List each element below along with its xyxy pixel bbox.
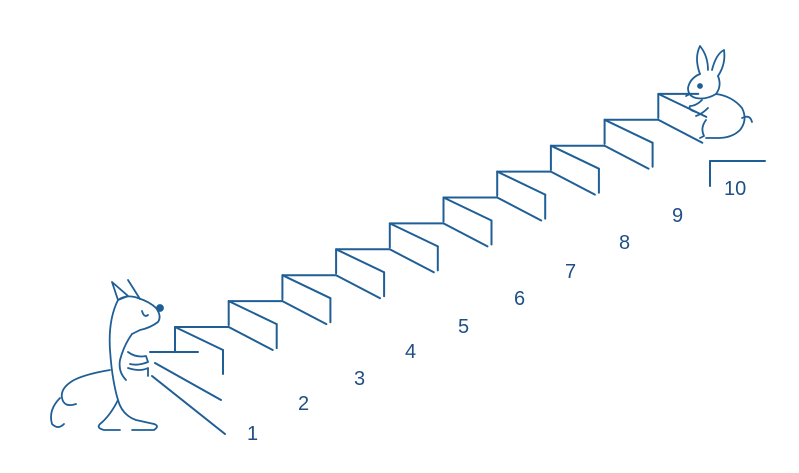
tread-diagonal — [657, 118, 704, 144]
tread-diagonal — [335, 248, 386, 274]
kangaroo-icon — [50, 279, 164, 431]
top-landing-edge — [657, 92, 708, 118]
rabbit-icon — [685, 45, 753, 139]
tread-diagonal — [549, 170, 596, 196]
tread-diagonal — [227, 300, 278, 326]
bottom-landing-floor — [154, 362, 222, 401]
tread-diagonal — [281, 300, 328, 326]
step-number-1: 1 — [247, 423, 258, 445]
step-number-8: 8 — [619, 232, 630, 254]
bottom-landing-floor — [151, 375, 226, 435]
tread-diagonal — [442, 196, 493, 222]
step-number-5: 5 — [458, 316, 469, 338]
tread-diagonal — [603, 144, 650, 170]
step-number-labels: 1 2 3 4 5 6 7 8 9 10 — [247, 178, 746, 445]
step-number-9: 9 — [672, 205, 683, 227]
step-number-6: 6 — [514, 288, 525, 310]
tread-diagonal — [603, 118, 654, 144]
step-number-10: 10 — [724, 178, 746, 200]
staircase — [149, 92, 766, 435]
tread-diagonal — [496, 170, 547, 196]
step-number-4: 4 — [405, 341, 416, 363]
tread-diagonal — [549, 144, 600, 170]
tread-diagonal — [388, 248, 435, 274]
step-number-2: 2 — [298, 393, 309, 415]
step-number-3: 3 — [354, 368, 365, 390]
tread-diagonal — [496, 196, 543, 222]
tread-diagonal — [174, 326, 224, 351]
tread-diagonal — [281, 274, 332, 300]
tread-diagonal — [227, 326, 274, 351]
tread-diagonal — [442, 222, 489, 248]
tread-diagonal — [335, 274, 382, 300]
tread-diagonal — [388, 222, 439, 248]
step-number-7: 7 — [565, 261, 576, 283]
